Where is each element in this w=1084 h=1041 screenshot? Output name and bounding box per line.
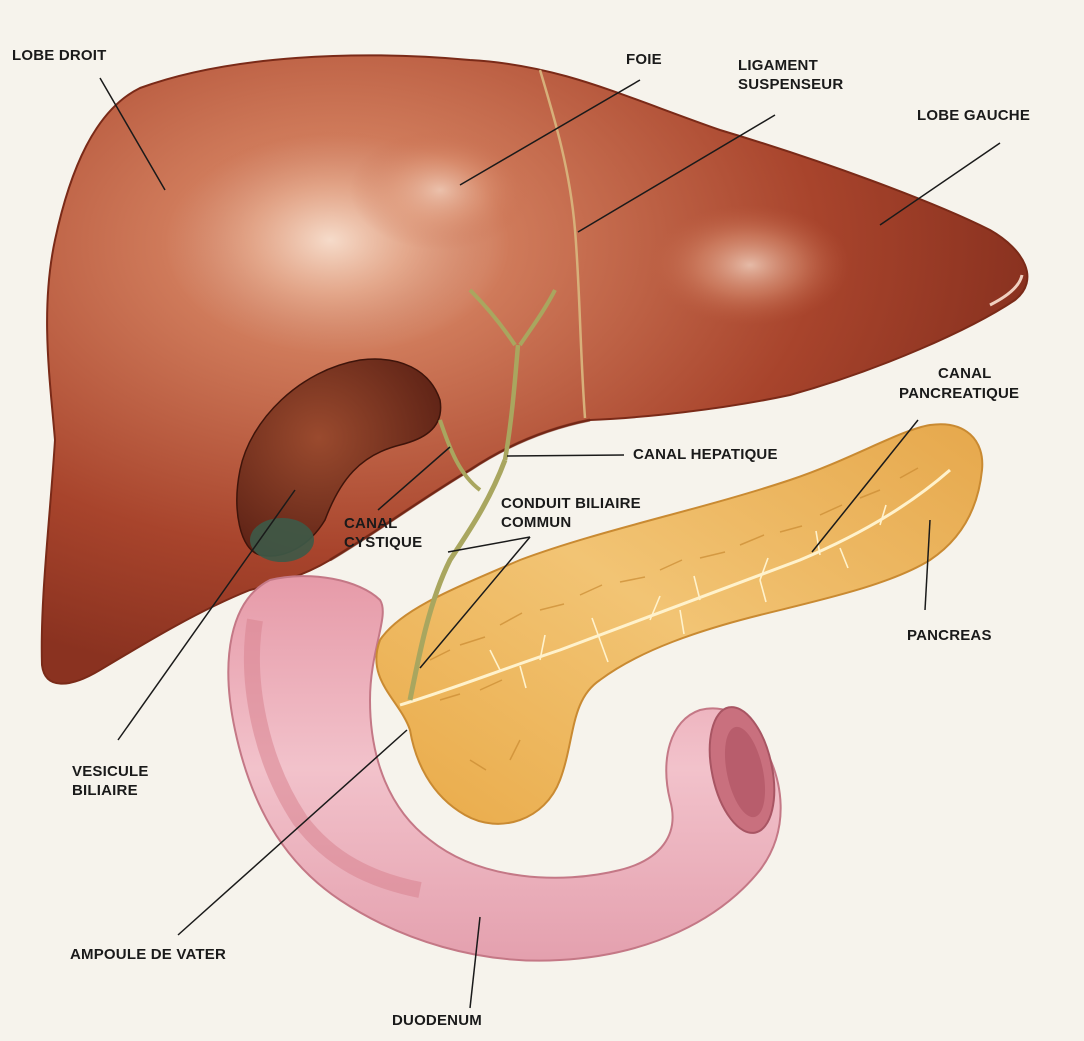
- label-vesicule-line1: VESICULE: [72, 762, 149, 781]
- label-lobe-gauche: LOBE GAUCHE: [917, 106, 1030, 125]
- leader-canal-hepatique: [507, 455, 624, 456]
- label-foie: FOIE: [626, 50, 662, 69]
- label-ampoule-de-vater: AMPOULE DE VATER: [70, 945, 226, 964]
- liver-highlight-left: [650, 205, 850, 325]
- label-ligament-suspenseur: LIGAMENT SUSPENSEUR: [738, 56, 843, 94]
- label-conduit-line1: CONDUIT BILIAIRE: [501, 494, 641, 513]
- label-duodenum: DUODENUM: [392, 1011, 482, 1030]
- label-canal-pancreatique-1: CANAL: [938, 364, 992, 383]
- label-canal-pancreatique-2: PANCREATIQUE: [899, 384, 1019, 403]
- liver-highlight-mid: [350, 130, 530, 250]
- label-canal-cystique: CANAL CYSTIQUE: [344, 514, 422, 552]
- label-canal-hepatique: CANAL HEPATIQUE: [633, 445, 778, 464]
- label-lobe-droit: LOBE DROIT: [12, 46, 107, 65]
- label-pancreas: PANCREAS: [907, 626, 992, 645]
- label-vesicule-biliaire: VESICULE BILIAIRE: [72, 762, 149, 800]
- label-conduit-biliaire-commun: CONDUIT BILIAIRE COMMUN: [501, 494, 641, 532]
- label-ligament-line1: LIGAMENT: [738, 56, 843, 75]
- label-conduit-line2: COMMUN: [501, 513, 641, 532]
- label-cystique-line1: CANAL: [344, 514, 422, 533]
- label-vesicule-line2: BILIAIRE: [72, 781, 149, 800]
- label-ligament-line2: SUSPENSEUR: [738, 75, 843, 94]
- label-cystique-line2: CYSTIQUE: [344, 533, 422, 552]
